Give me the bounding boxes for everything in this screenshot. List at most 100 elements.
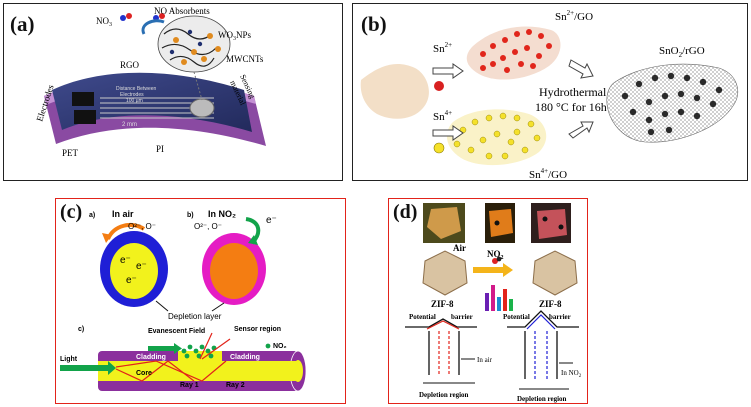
- zif8-crystal-air: [422, 250, 468, 296]
- zif8-label-left: ZIF-8: [431, 299, 454, 309]
- svg-text:Sn2+/GO: Sn2+/GO: [555, 9, 593, 23]
- ray-2-label: Ray 2: [226, 382, 245, 389]
- light-input-arrow-icon: [60, 365, 108, 371]
- hydrothermal-conditions: 180 °C for 16h: [535, 100, 607, 114]
- panel-d-illustration: Air NO2 ZIF-8 ZIF-8 Potential barrier Po…: [405, 203, 582, 403]
- data-bars-graphic: [485, 285, 513, 311]
- no2-legend-label: NO₂: [273, 343, 287, 350]
- rgo-label: RGO: [120, 60, 140, 70]
- grain-core-air: [110, 243, 158, 299]
- sub-c-label: c): [78, 326, 84, 333]
- light-label: Light: [60, 356, 78, 363]
- absorption-arrow-icon: [141, 19, 165, 35]
- arrow-sn4-icon: [432, 125, 464, 141]
- svg-text:Sn2+: Sn2+: [433, 41, 452, 55]
- go-sheet: [360, 64, 429, 119]
- electron-label: e⁻: [136, 261, 147, 272]
- potential-label-right: Potential: [503, 313, 530, 321]
- no3-label: NO: [96, 16, 109, 26]
- evanescent-arrow-icon: [148, 346, 174, 351]
- depletion-region-left: Depletion region: [419, 391, 469, 399]
- svg-text:SnO2/rGO: SnO2/rGO: [659, 45, 705, 59]
- mwcnt-fibers: [161, 28, 217, 67]
- svg-text:NO2: NO2: [487, 249, 504, 261]
- no2-legend-icon: [265, 343, 271, 349]
- sno2-particles: [621, 72, 723, 136]
- grain-core-no2: [210, 243, 258, 299]
- svg-text:WO3NPs: WO3NPs: [218, 30, 252, 42]
- no3-molecule-icon: [120, 15, 126, 21]
- nanocomposite-zoom: [157, 15, 231, 73]
- oxygen-species-no2: O²⁻, O⁻: [194, 222, 222, 231]
- arrow-sn2-icon: [432, 63, 464, 79]
- no2-exposure-arrow-icon: [473, 267, 503, 273]
- panel-b-illustration: Sn2+/GO Sn2+ Sn4+ Sn4+/GO Hydrothermal 1…: [360, 9, 739, 180]
- distance-label-1: Distance Between: [116, 86, 157, 92]
- pi-label: PI: [156, 144, 164, 154]
- mwcnts-label: MWCNTs: [226, 54, 264, 64]
- electrode-pad: [72, 92, 94, 106]
- in-no2-label: In NO: [561, 369, 579, 377]
- sn4-droplet-icon: [433, 142, 445, 154]
- distance-label-3: 100 µm: [126, 98, 143, 104]
- in-no2-label: In NO₂: [208, 209, 236, 219]
- zif8-crystal-no2: [532, 250, 578, 296]
- arrow-upper-icon: [568, 59, 594, 79]
- arrow-lower-icon: [568, 121, 594, 139]
- panel-c-illustration: e⁻ e⁻ e⁻ e⁻ a) In air b) In NO₂ O²⁻, O⁻ …: [60, 209, 307, 392]
- depletion-layer-label: Depletion layer: [168, 312, 222, 321]
- no2-label: NO: [487, 249, 501, 259]
- panel-d: Air NO2 ZIF-8 ZIF-8 Potential barrier Po…: [388, 198, 588, 404]
- air-label: Air: [453, 243, 466, 253]
- process-arrows: [432, 59, 594, 141]
- sensing-spot: [189, 98, 215, 118]
- panel-c-tag: (c): [60, 201, 83, 223]
- band-diagram-no2: [507, 310, 579, 379]
- barrier-label-right: barrier: [549, 313, 571, 321]
- cladding-label: Cladding: [136, 354, 166, 361]
- no-absorbents-label: NO Absorbents: [154, 6, 210, 16]
- panel-a: NO3 NO Absorbents WO3NPs RGO MWCNTs Sens…: [3, 3, 343, 181]
- svg-text:Sn4+: Sn4+: [433, 109, 452, 123]
- sn2-go-label: Sn: [555, 11, 567, 23]
- sn4-ions: [453, 112, 541, 160]
- svg-text:NO3: NO3: [96, 16, 112, 28]
- in-air-label: In air: [112, 209, 134, 219]
- oxygen-species-air: O²⁻, O⁻: [128, 222, 156, 231]
- panel-b-tag: (b): [361, 12, 387, 36]
- core-label: Core: [136, 370, 152, 377]
- sn2-droplet-icon: [434, 81, 444, 91]
- evanescent-field-label: Evanescent Field: [148, 328, 205, 335]
- no2-molecule-icon: [492, 258, 498, 264]
- panel-d-tag: (d): [393, 201, 418, 223]
- panel-c: e⁻ e⁻ e⁻ e⁻ a) In air b) In NO₂ O²⁻, O⁻ …: [55, 198, 346, 404]
- band-diagram-air: [405, 318, 477, 375]
- barrier-label-left: barrier: [451, 313, 473, 321]
- wo3-nanoparticles: [173, 33, 221, 65]
- ray-1-label: Ray 1: [180, 382, 199, 389]
- cladding-label: Cladding: [230, 354, 260, 361]
- electron-label: e⁻: [120, 255, 131, 266]
- electron-label-no2: e⁻: [266, 215, 277, 226]
- dimension-label: 2 mm: [122, 122, 137, 128]
- sn4-label: Sn: [433, 111, 445, 123]
- sensor-region-label: Sensor region: [234, 326, 281, 333]
- electron-label: e⁻: [126, 275, 137, 286]
- sn2-label: Sn: [433, 43, 445, 55]
- light-rays: [115, 332, 231, 382]
- electrode-pad: [74, 110, 96, 124]
- rgo-sheet: [169, 29, 203, 55]
- sn2-ions: [480, 29, 552, 73]
- potential-label-left: Potential: [409, 313, 436, 321]
- sno2-rgo-label: SnO: [659, 45, 679, 57]
- panel-b: Sn2+/GO Sn2+ Sn4+ Sn4+/GO Hydrothermal 1…: [352, 3, 748, 181]
- distance-label-2: Electrodes: [120, 92, 144, 98]
- svg-text:In NO2: In NO2: [561, 369, 582, 379]
- hydrothermal-label: Hydrothermal: [539, 85, 607, 99]
- in-air-label: In air: [477, 356, 493, 364]
- fiber-core: [98, 361, 298, 381]
- zif8-label-right: ZIF-8: [539, 299, 562, 309]
- wo3-label: WO: [218, 30, 233, 40]
- svg-text:Sn4+/GO: Sn4+/GO: [529, 167, 567, 180]
- panel-a-tag: (a): [10, 12, 35, 36]
